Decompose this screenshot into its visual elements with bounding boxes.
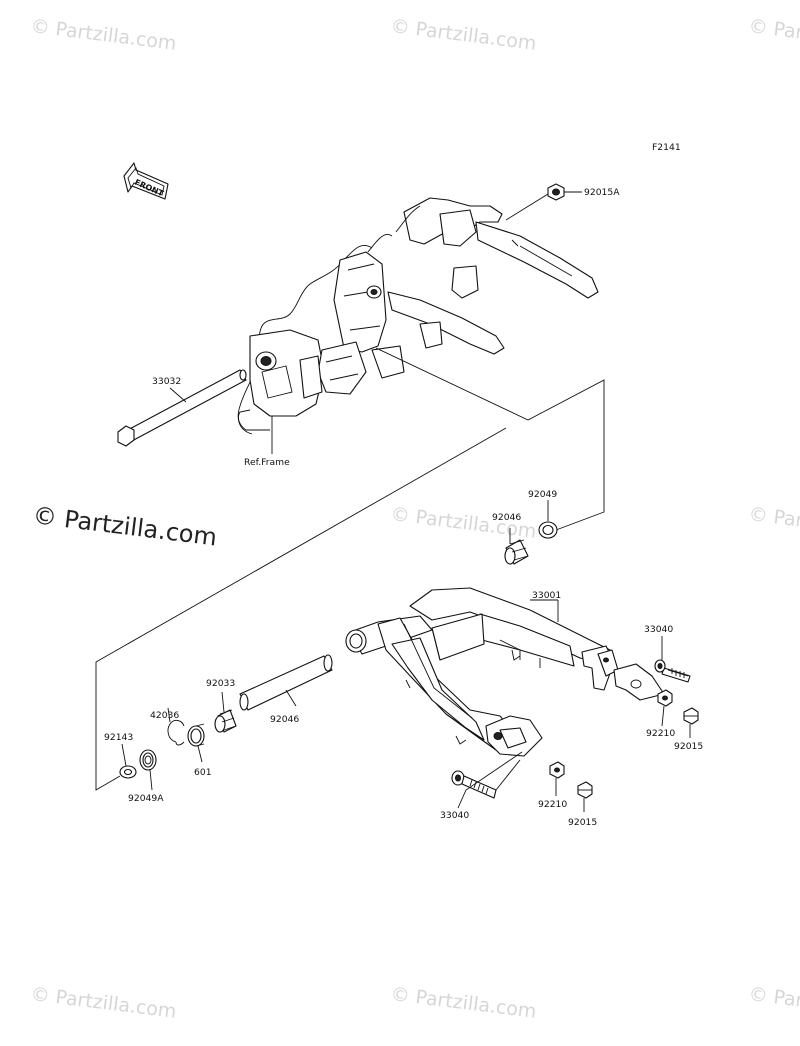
- label-92049A: 92049A: [128, 793, 164, 804]
- label-92210-right: 92210: [646, 728, 675, 739]
- label-92210-bottom: 92210: [538, 799, 567, 810]
- pivot-shaft-33032: 33032: [117, 369, 247, 447]
- label-92143: 92143: [104, 732, 133, 743]
- label-33032: 33032: [152, 376, 181, 387]
- assembly-leader-lines: [95, 347, 605, 791]
- label-92049: 92049: [528, 489, 557, 500]
- label-92015-right: 92015: [674, 741, 703, 752]
- label-33040-right: 33040: [644, 624, 673, 635]
- circlip-92033: 42036: [150, 707, 185, 746]
- seal-92049A: 92049A: [128, 749, 164, 804]
- label-92046-top: 92046: [492, 512, 521, 523]
- watermark: © Partzilla.com: [747, 983, 800, 1023]
- nut-92210-right: 92210: [646, 689, 675, 739]
- watermark: © Partzilla.com: [29, 983, 177, 1023]
- label-92046-left: 92033: [206, 678, 235, 689]
- label-601: 601: [194, 767, 212, 778]
- nut-92210-bottom: 92210: [538, 761, 567, 810]
- label-42036: 92046: [270, 714, 299, 725]
- adjuster-33040-bottom: 33040: [440, 751, 523, 821]
- nut-92015-right: 92015: [674, 707, 703, 752]
- label-92015-bottom: 92015: [568, 817, 597, 828]
- watermark-large: © Partzilla.com: [31, 501, 218, 551]
- front-arrow-icon: FRONT: [123, 162, 169, 200]
- watermark: © Partzilla.com: [747, 15, 800, 55]
- seal-92049-top: 92049: [528, 489, 558, 539]
- bearing-601: 601: [187, 723, 212, 778]
- label-33040-bottom: 33040: [440, 810, 469, 821]
- figure-code: F2141: [652, 142, 681, 153]
- collar-42036: 92046: [239, 654, 333, 725]
- label-92015A: 92015A: [584, 187, 620, 198]
- swingarm-33001: 33001: [345, 587, 619, 757]
- watermark: © Partzilla.com: [389, 983, 537, 1023]
- watermark: © Partzilla.com: [389, 15, 537, 55]
- washer-92143: 92143: [104, 732, 137, 779]
- adjuster-33040-right: 33040: [613, 624, 691, 701]
- label-33001: 33001: [532, 590, 561, 601]
- watermark: © Partzilla.com: [29, 15, 177, 55]
- watermark: © Partzilla.com: [747, 503, 800, 543]
- frame-reference: [237, 197, 599, 435]
- watermark-group: © Partzilla.com © Partzilla.com © Partzi…: [29, 15, 800, 1023]
- ref-frame-label: Ref.Frame: [244, 457, 290, 468]
- bearing-92046-top: 92046: [492, 512, 529, 565]
- nut-92015-bottom: 92015: [568, 781, 597, 828]
- bearing-92046-left: 92033: [206, 678, 237, 733]
- label-92033: 42036: [150, 710, 179, 721]
- nut-92015A: 92015A: [505, 183, 620, 221]
